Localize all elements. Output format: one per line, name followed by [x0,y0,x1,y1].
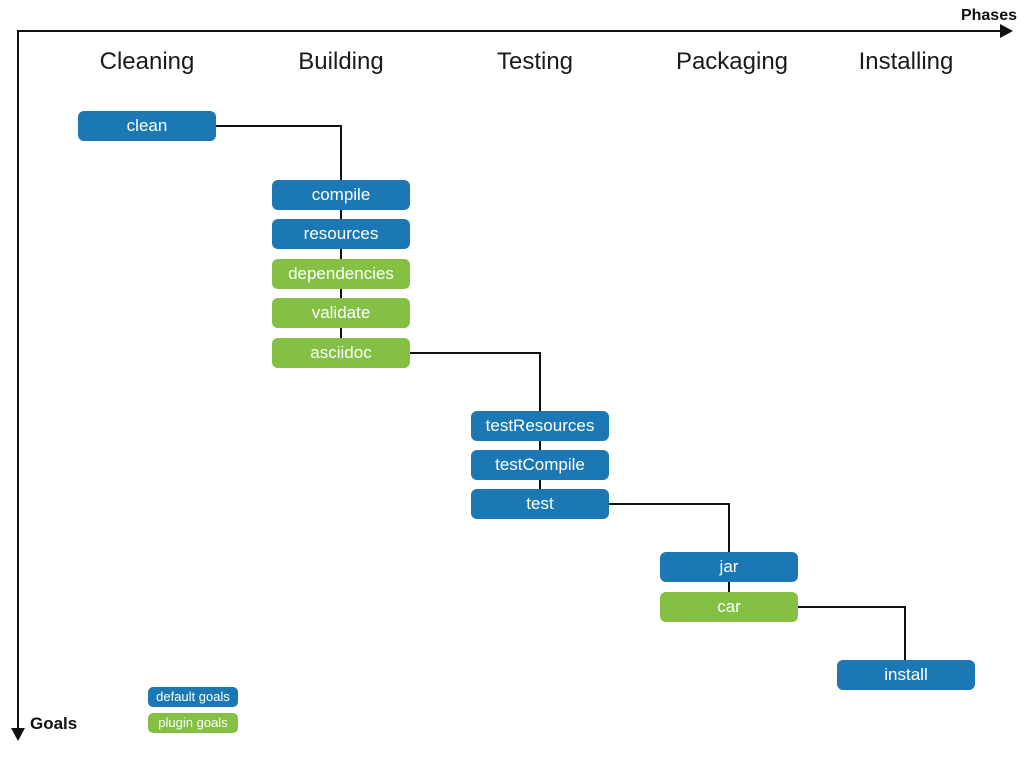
connector-car-install-v [904,606,906,660]
connector-compile-resources [340,210,342,219]
connector-test-jar-h [609,503,730,505]
connector-test-jar-v [728,503,730,552]
connector-asciidoc-testresources-h [410,352,541,354]
goal-box-validate: validate [272,298,410,328]
connector-validate-asciidoc [340,328,342,338]
goal-box-compile: compile [272,180,410,210]
goals-axis-arrow-icon [11,728,25,741]
connector-clean-compile-h [216,125,342,127]
goal-box-install: install [837,660,975,690]
connector-car-install-h [798,606,906,608]
goal-box-testcompile: testCompile [471,450,609,480]
phase-header-installing: Installing [858,48,954,75]
goal-box-jar: jar [660,552,798,582]
goal-box-resources: resources [272,219,410,249]
phases-axis-label: Phases [960,7,1017,24]
goal-box-asciidoc: asciidoc [272,338,410,368]
connector-asciidoc-testresources-v [539,352,541,411]
goal-box-test: test [471,489,609,519]
legend-plugin-goals: plugin goals [148,713,238,733]
goal-box-dependencies: dependencies [272,259,410,289]
goal-box-car: car [660,592,798,622]
phases-axis-arrow-icon [1000,24,1013,38]
goals-axis-line [17,30,19,728]
connector-jar-car [728,582,730,592]
phase-header-testing: Testing [496,48,574,75]
goal-box-testresources: testResources [471,411,609,441]
connector-resources-dependencies [340,249,342,259]
connector-testresources-testcompile [539,441,541,450]
legend-default-goals: default goals [148,687,238,707]
connector-testcompile-test [539,480,541,489]
connector-clean-compile-v [340,125,342,180]
phase-header-building: Building [298,48,384,75]
phase-header-cleaning: Cleaning [99,48,195,75]
connector-dependencies-validate [340,289,342,298]
goal-box-clean: clean [78,111,216,141]
phase-header-packaging: Packaging [675,48,789,75]
phases-axis-line [17,30,1001,32]
goals-axis-label: Goals [30,714,78,733]
